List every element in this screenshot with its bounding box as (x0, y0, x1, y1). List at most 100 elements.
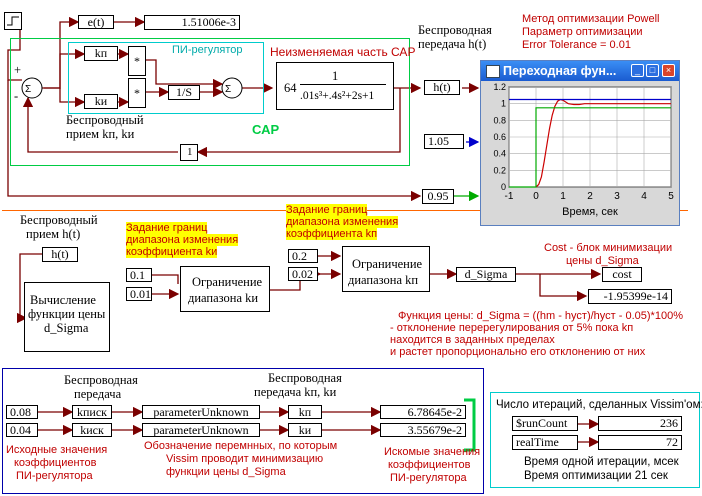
real-time-block[interactable]: realTime (512, 435, 578, 450)
ki-min-input[interactable]: 0.01 (126, 287, 152, 301)
h-wireless-rx-block[interactable]: h(t) (42, 247, 78, 262)
e-value-display: 1.51006e-3 (144, 15, 240, 30)
x-tick-label: 2 (587, 191, 593, 202)
cost-block[interactable]: cost (602, 267, 642, 282)
ki-gain-block[interactable]: kи (84, 94, 118, 109)
x-tick-label: 3 (614, 191, 620, 202)
note-line-2: Vissim проводит минимизацию (166, 453, 324, 465)
kp-gain-block[interactable]: kп (84, 46, 118, 61)
sar-frame (10, 38, 410, 166)
parameter-unknown-1[interactable]: parameterUnknown (142, 405, 260, 419)
bottom-tx-label-2: передача (74, 387, 122, 401)
time-per-iteration-label: Время одной итерации, мсек (524, 456, 679, 468)
svg-text:Σ: Σ (25, 84, 31, 95)
cost-label-2: цены d_Sigma (566, 255, 639, 267)
real-time-display: 72 (598, 435, 682, 450)
plant-denominator: .01s³+.4s²+2s+1 (300, 90, 375, 102)
ki-bounds-label-2: диапазона изменения (126, 234, 239, 246)
kp-output-block[interactable]: kп (288, 405, 322, 419)
multiplier-kp[interactable]: * (128, 46, 146, 76)
sum-plus-1: + (14, 63, 22, 77)
e-block[interactable]: e(t) (78, 15, 114, 29)
ki-bounds-label-1: Задание границ (126, 222, 208, 234)
kp-limit-line-1: Ограничение (352, 257, 423, 271)
cost-label-1: Cost - блок минимизации (544, 242, 673, 254)
kp-send-block[interactable]: kписк (72, 405, 112, 419)
y-tick-label: 0.2 (493, 165, 506, 175)
wireless-tx-h-label-2: передача h(t) (418, 37, 487, 51)
plant-gain: 64 (284, 81, 297, 95)
wireless-rx-h-label-1: Беспроводный (20, 213, 98, 227)
series-line (509, 107, 671, 188)
calc-cost-block[interactable] (24, 282, 110, 352)
bottom-left-frame (2, 368, 484, 494)
result-label-2: коэффициентов (388, 459, 471, 471)
y-tick-label: 1.2 (493, 82, 506, 92)
note-line-3: функции цены d_Sigma (166, 466, 286, 478)
plant-box[interactable] (276, 62, 394, 110)
init-ki-input[interactable]: 0.04 (6, 423, 38, 437)
h-wireless-tx-block[interactable]: h(t) (424, 80, 460, 95)
const-105-block[interactable]: 1.05 (424, 134, 464, 149)
kp-bounds-label-2: диапазона изменения (286, 216, 399, 228)
sum-junction-1 (21, 77, 43, 99)
init-label-2: коэффициентов (14, 457, 97, 469)
method-line-3: Error Tolerance = 0.01 (522, 39, 631, 51)
feedback-gain-block[interactable]: 1 (180, 144, 198, 161)
close-button[interactable]: × (662, 64, 675, 77)
x-tick-label: -1 (505, 191, 514, 202)
cost-value-display: -1.95399e-14 (588, 289, 672, 304)
y-tick-label: 0.4 (493, 149, 506, 159)
run-count-block[interactable]: $runCount (512, 416, 578, 431)
formula-line-1: Функция цены: d_Sigma = ((hm - hуст)/hус… (398, 310, 683, 322)
svg-text:Σ: Σ (225, 84, 231, 95)
x-tick-label: 1 (560, 191, 566, 202)
kp-bounds-label-1: Задание границ (286, 204, 368, 216)
kp-limit-block[interactable] (342, 246, 430, 292)
x-tick-label: 0 (533, 191, 539, 202)
kp-max-input[interactable]: 0.2 (288, 249, 318, 263)
maximize-button[interactable]: □ (646, 64, 659, 77)
init-kp-input[interactable]: 0.08 (6, 405, 38, 419)
minimize-button[interactable]: _ (631, 64, 644, 77)
const-095-block[interactable]: 0.95 (422, 189, 454, 204)
ki-result-display: 3.55679e-2 (380, 423, 466, 437)
calc-line-2: функции цены (28, 307, 106, 321)
plot-app-icon (486, 65, 500, 78)
wireless-rx-k-label-2: прием kп, kи (66, 127, 135, 141)
ki-output-block[interactable]: kи (288, 423, 322, 437)
integrator-block[interactable]: 1/S (168, 85, 200, 100)
result-label-1: Искомые значения (384, 446, 481, 458)
ki-max-input[interactable]: 0.1 (126, 268, 152, 282)
total-time-label: Время оптимизации 21 сек (524, 470, 668, 482)
ki-send-block[interactable]: kиск (72, 423, 112, 437)
step-source-icon[interactable] (4, 12, 22, 30)
bottom-right-frame (490, 392, 700, 488)
pi-regulator-frame (68, 42, 264, 114)
wireless-rx-k-label-1: Беспроводный (66, 113, 144, 127)
dsigma-block[interactable]: d_Sigma (456, 267, 516, 282)
sar-label: САР (252, 122, 280, 137)
formula-line-3: находится в заданных пределах (390, 334, 555, 346)
sum-junction-2 (221, 77, 243, 99)
parameter-unknown-2[interactable]: parameterUnknown (142, 423, 260, 437)
multiplier-ki[interactable]: * (128, 78, 146, 108)
method-line-2: Параметр оптимизации (522, 26, 643, 38)
plot-window-title[interactable]: Переходная фун... (481, 61, 679, 81)
formula-line-2: - отклонение перерегулирования от 5% пок… (390, 322, 634, 334)
note-line-1: Обозначение перемнных, по которым (144, 440, 338, 452)
wireless-tx-h-label-1: Беспроводная (418, 23, 492, 37)
ki-limit-block[interactable] (180, 266, 270, 312)
y-tick-label: 0.8 (493, 115, 506, 125)
ki-limit-line-1: Ограничение (192, 275, 263, 289)
y-tick-label: 0.6 (493, 132, 506, 142)
sum-minus-1: - (14, 89, 19, 103)
y-tick-label: 1 (501, 99, 506, 109)
run-count-display: 236 (598, 416, 682, 431)
plant-fraction-bar (300, 84, 386, 85)
result-label-3: ПИ-регулятора (390, 472, 467, 484)
kp-min-input[interactable]: 0.02 (288, 267, 318, 281)
calc-line-3: d_Sigma (44, 321, 89, 335)
